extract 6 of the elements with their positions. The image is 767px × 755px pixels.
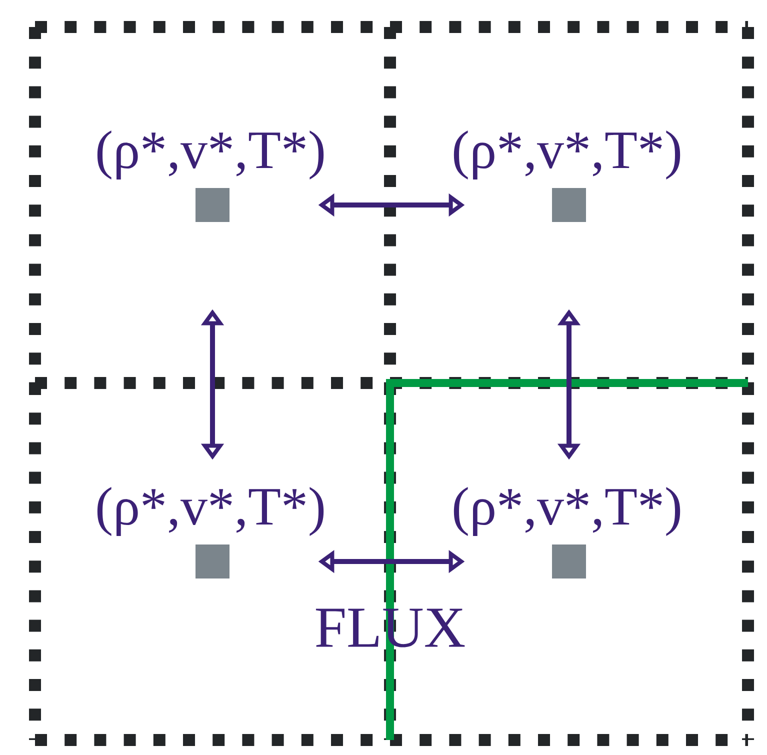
node-label: (ρ*,v*,T*) [97,487,324,536]
node-label: (ρ*,v*,T*) [97,130,324,180]
grid-cell: (ρ*,v*,T*) [384,21,754,383]
node-label: (ρ*,v*,T*) [454,130,680,180]
grid-cell: (ρ*,v*,T*) [29,21,390,383]
node-label: (ρ*,v*,T*) [454,487,680,536]
